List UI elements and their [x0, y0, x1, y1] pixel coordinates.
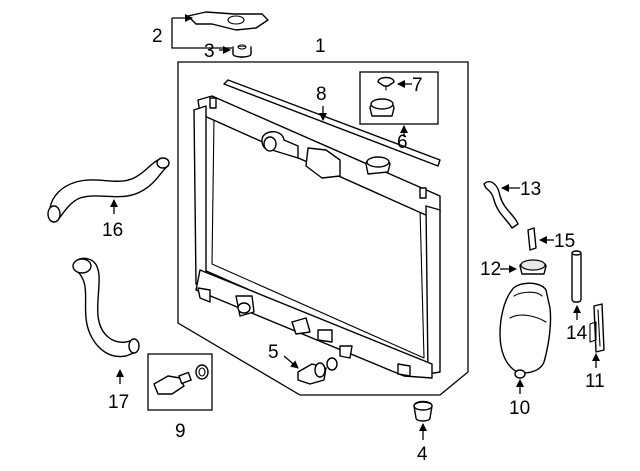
upper-mount-bracket[interactable]: [187, 11, 269, 31]
reservoir-cap[interactable]: [519, 259, 547, 275]
sensor-o-ring[interactable]: [195, 364, 209, 380]
callout-5: 5: [268, 342, 279, 363]
lower-radiator-hose[interactable]: [72, 257, 140, 358]
upper-radiator-hose[interactable]: [47, 157, 170, 223]
reservoir-hose[interactable]: [527, 227, 537, 251]
coolant-reservoir-tank[interactable]: [499, 282, 552, 379]
callout-2: 2: [152, 26, 163, 47]
coolant-temp-sensor[interactable]: [153, 371, 192, 395]
callout-3: 3: [204, 41, 215, 62]
radiator-seal-strip[interactable]: [223, 79, 441, 167]
drain-plug[interactable]: [377, 76, 395, 91]
callout-10: 10: [509, 398, 530, 419]
radiator-cap[interactable]: [369, 98, 395, 117]
callout-17: 17: [108, 392, 129, 413]
callout-13: 13: [520, 179, 541, 200]
radiator-assembly-panel: [177, 61, 469, 396]
callout-15: 15: [554, 231, 575, 252]
overflow-hose[interactable]: [483, 180, 519, 229]
reservoir-pipe[interactable]: [571, 250, 582, 303]
lower-mount-bushing[interactable]: [413, 400, 433, 422]
callout-14: 14: [566, 323, 588, 344]
callout-6: 6: [397, 132, 408, 153]
callout-11: 11: [585, 371, 605, 392]
cap-detail-box: [359, 71, 439, 125]
radiator-mount-cushion[interactable]: [232, 44, 252, 58]
sensor-detail-box: [147, 353, 213, 411]
callout-16: 16: [102, 220, 123, 241]
callout-1: 1: [315, 36, 326, 57]
drain-fitting[interactable]: [297, 357, 338, 385]
callout-7: 7: [412, 75, 423, 96]
reservoir-bracket[interactable]: [589, 303, 605, 353]
callout-12: 12: [480, 259, 501, 280]
callout-9: 9: [175, 421, 186, 442]
radiator[interactable]: [193, 95, 441, 379]
callout-4: 4: [417, 444, 428, 465]
callout-8: 8: [316, 84, 327, 105]
